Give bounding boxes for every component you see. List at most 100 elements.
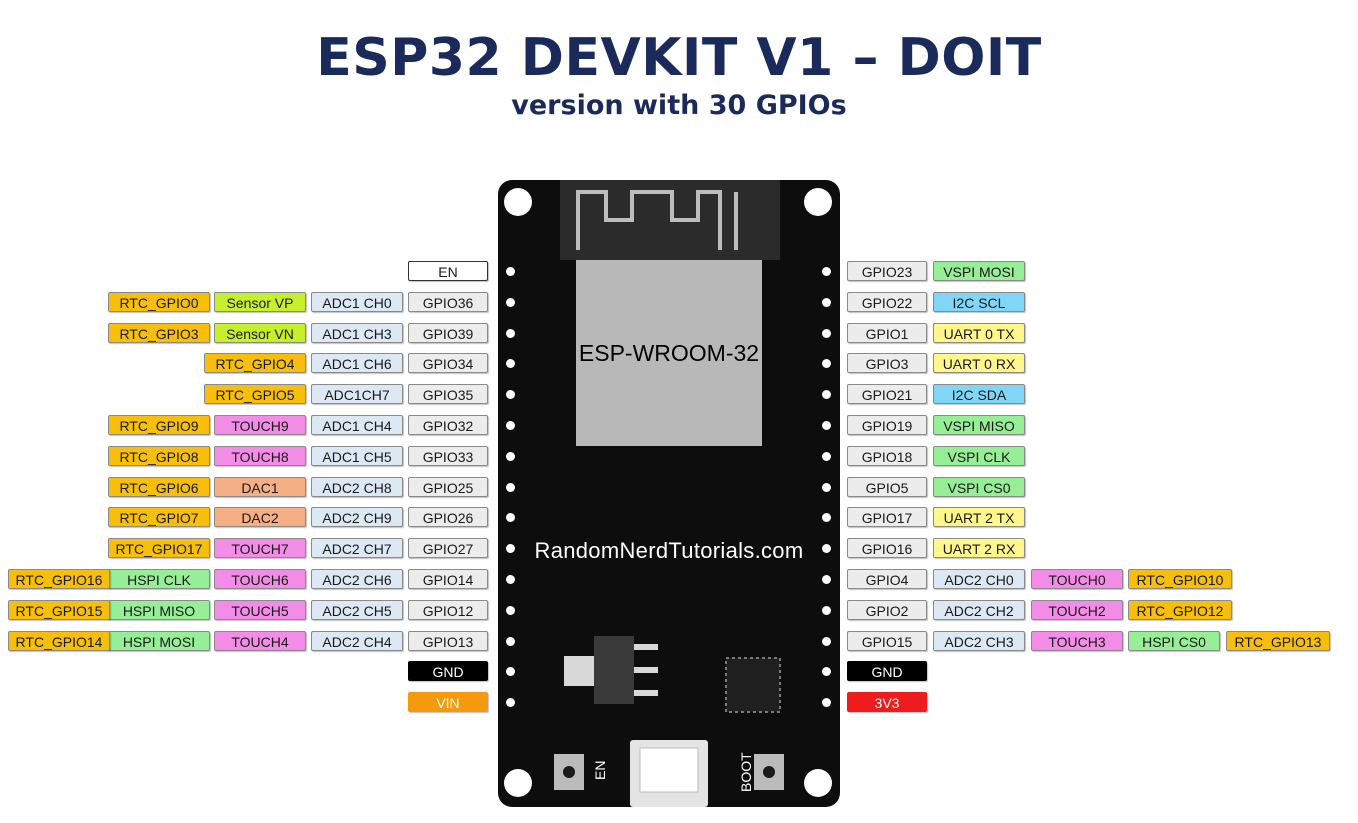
header-pin-right: [822, 636, 831, 646]
pin-label-gpio: GPIO19: [847, 415, 927, 435]
pin-label-adc: ADC2 CH7: [311, 538, 403, 559]
chip-label: ESP-WROOM-32: [578, 340, 760, 366]
pin-label-gpio: GPIO34: [408, 353, 488, 374]
header-pin-left: [506, 575, 515, 584]
pin-label-touch: TOUCH6: [214, 569, 306, 589]
header-pin-right: [822, 698, 831, 708]
header-pin-left: [506, 544, 515, 554]
pin-label-gpio: GPIO33: [408, 445, 488, 466]
pin-label-adc: ADC1CH7: [311, 384, 403, 405]
header-pin-left: [506, 359, 515, 369]
pin-label-gpio: GPIO26: [408, 507, 488, 528]
header-pin-right: [822, 667, 831, 677]
pin-label-gpio: GPIO1: [847, 322, 927, 343]
board-components: [554, 636, 784, 807]
header-pin-right: [822, 575, 831, 584]
pin-label-uart: UART 0 RX: [933, 353, 1025, 374]
header-pin-right: [822, 482, 831, 492]
pin-label-rtc: RTC_GPIO3: [108, 322, 210, 343]
pin-label-hspi: HSPI MISO: [108, 599, 210, 620]
pin-label-sensor: Sensor VN: [214, 322, 306, 343]
boot-button-label: BOOT: [738, 752, 754, 792]
pin-label-gpio: GPIO15: [847, 630, 927, 651]
pin-label-adc: ADC1 CH4: [311, 415, 403, 435]
pin-label-gpio: GPIO3: [847, 353, 927, 374]
mount-hole-bottom-right: [804, 769, 832, 797]
pin-label-dac: DAC2: [214, 507, 306, 528]
header-pin-right: [822, 267, 831, 276]
pin-label-rtc: RTC_GPIO5: [204, 384, 306, 405]
pin-label-uart: UART 0 TX: [933, 322, 1025, 343]
pin-label-adc: ADC2 CH9: [311, 507, 403, 528]
pin-label-vspi: VSPI MOSI: [933, 261, 1025, 281]
pin-label-rtc: RTC_GPIO8: [108, 445, 210, 466]
pin-label-gpio: GPIO18: [847, 445, 927, 466]
header-pin-right: [822, 359, 831, 369]
pin-label-gpio: GPIO4: [847, 569, 927, 589]
pin-label-gpio: GPIO22: [847, 291, 927, 312]
header-pin-right: [822, 451, 831, 461]
antenna-area: [560, 180, 780, 260]
header-pin-right: [822, 544, 831, 554]
pin-label-v33: 3V3: [847, 692, 927, 713]
pin-label-gnd: GND: [847, 661, 927, 682]
antenna-trace-icon: [576, 190, 738, 250]
pin-label-uart: UART 2 RX: [933, 538, 1025, 559]
pin-label-touch: TOUCH7: [214, 538, 306, 559]
pin-label-gpio: GPIO35: [408, 384, 488, 405]
voltage-regulator-icon: [594, 636, 634, 704]
en-button-label: EN: [592, 760, 608, 780]
header-pin-right: [822, 421, 831, 430]
pin-label-adc: ADC2 CH2: [933, 599, 1025, 620]
header-pin-left: [506, 267, 515, 276]
pin-label-vin: VIN: [408, 692, 488, 713]
pin-label-adc: ADC2 CH3: [933, 630, 1025, 651]
pin-label-touch: TOUCH9: [214, 415, 306, 435]
mount-hole-top-right: [804, 188, 832, 216]
mount-hole-bottom-left: [504, 769, 532, 797]
pin-label-adc: ADC2 CH5: [311, 599, 403, 620]
header-pin-left: [506, 698, 515, 708]
pin-label-gnd: GND: [408, 661, 488, 682]
pin-label-rtc: RTC_GPIO7: [108, 507, 210, 528]
header-pin-right: [822, 605, 831, 615]
pin-label-adc: ADC2 CH8: [311, 476, 403, 497]
pin-label-gpio: GPIO5: [847, 476, 927, 497]
pin-label-rtc: RTC_GPIO14: [8, 630, 110, 651]
pin-label-vspi: VSPI MISO: [933, 415, 1025, 435]
header-pin-left: [506, 667, 515, 677]
header-pin-left: [506, 328, 515, 338]
pin-label-rtc: RTC_GPIO0: [108, 291, 210, 312]
pin-label-adc: ADC2 CH4: [311, 630, 403, 651]
pin-label-touch: TOUCH0: [1031, 569, 1123, 589]
header-pin-right: [822, 328, 831, 338]
pin-label-i2c: I2C SCL: [933, 291, 1025, 312]
pin-label-gpio: GPIO32: [408, 415, 488, 435]
mount-hole-top-left: [504, 188, 532, 216]
pin-label-adc: ADC1 CH0: [311, 291, 403, 312]
pin-label-gpio: GPIO14: [408, 569, 488, 589]
header-pin-left: [506, 297, 515, 307]
pin-label-i2c: I2C SDA: [933, 384, 1025, 405]
header-pin-right: [822, 390, 831, 400]
pin-label-rtc: RTC_GPIO9: [108, 415, 210, 435]
pin-label-adc: ADC1 CH3: [311, 322, 403, 343]
watermark: RandomNerdTutorials.com: [534, 538, 804, 563]
pin-label-rtc: RTC_GPIO15: [8, 599, 110, 620]
pin-label-vspi: VSPI CLK: [933, 445, 1025, 466]
pin-label-sensor: Sensor VP: [214, 291, 306, 312]
header-pin-left: [506, 451, 515, 461]
pin-label-rtc: RTC_GPIO6: [108, 476, 210, 497]
pin-label-touch: TOUCH5: [214, 599, 306, 620]
header-pin-right: [822, 297, 831, 307]
pin-label-gpio: GPIO16: [847, 538, 927, 559]
pin-label-touch: TOUCH3: [1031, 630, 1123, 651]
pin-label-touch: TOUCH8: [214, 445, 306, 466]
pin-label-adc: ADC1 CH6: [311, 353, 403, 374]
header-pin-left: [506, 513, 515, 523]
pin-label-hspi: HSPI MOSI: [108, 630, 210, 651]
pin-label-rtc: RTC_GPIO4: [204, 353, 306, 374]
pin-label-gpio: GPIO36: [408, 291, 488, 312]
header-pin-left: [506, 482, 515, 492]
pin-label-gpio: GPIO39: [408, 322, 488, 343]
